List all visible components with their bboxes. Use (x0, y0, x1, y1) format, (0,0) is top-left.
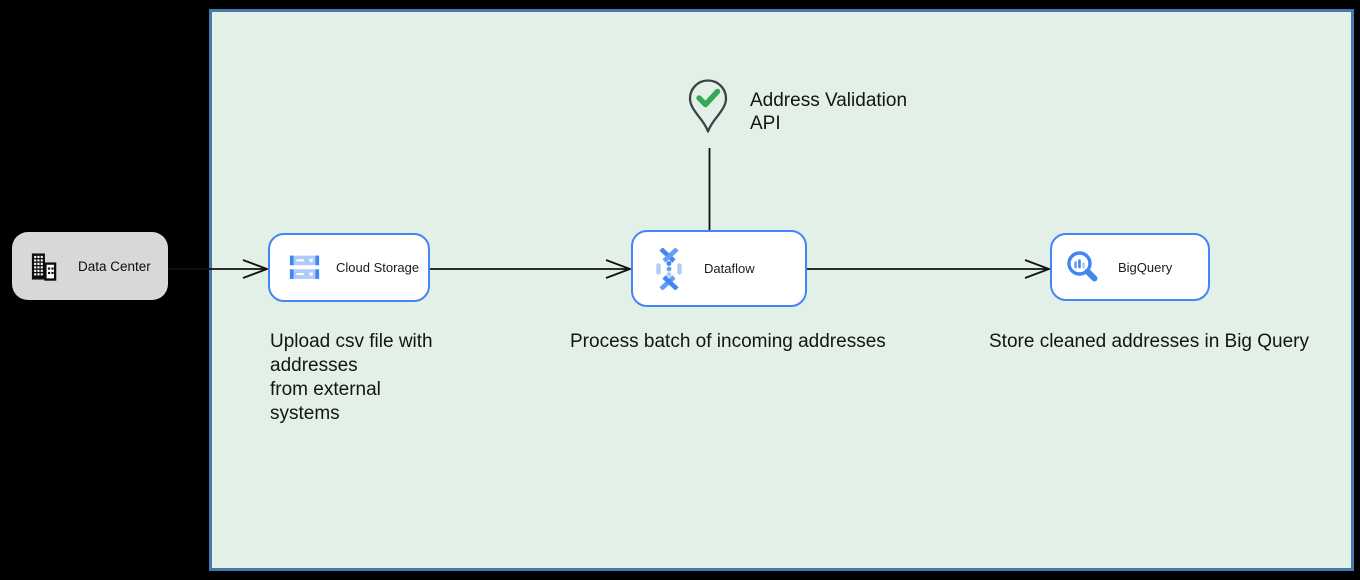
caption-upload-line4: systems (270, 403, 340, 424)
node-cloud-storage[interactable]: Cloud Storage (268, 233, 430, 302)
caption-upload-line2: addresses (270, 355, 358, 376)
node-dataflow[interactable]: Dataflow (631, 230, 807, 307)
address-validation-line2: API (750, 113, 781, 134)
address-validation-line1: Address Validation (750, 90, 908, 111)
caption-upload-line3: from external (270, 379, 381, 400)
dataflow-pipeline-icon (649, 247, 689, 290)
node-bigquery[interactable]: BigQuery (1050, 233, 1210, 301)
node-dataflow-label: Dataflow (704, 261, 755, 276)
node-data-center[interactable]: Data Center (12, 232, 168, 300)
caption-upload: Upload csv file with addresses from exte… (270, 330, 433, 426)
caption-store: Store cleaned addresses in Big Query (989, 331, 1310, 352)
node-bigquery-label: BigQuery (1118, 259, 1173, 275)
caption-process: Process batch of incoming addresses (570, 331, 886, 352)
office-building-icon (29, 252, 58, 281)
bigquery-magnifier-icon (1065, 249, 1101, 285)
caption-upload-line1: Upload csv file with (270, 331, 433, 352)
node-data-center-label: Data Center (78, 258, 151, 274)
map-pin-check-icon (686, 78, 730, 136)
cloud-storage-buckets-icon (289, 254, 320, 281)
node-cloud-storage-label: Cloud Storage (336, 260, 420, 275)
address-validation-label: Address Validation API (750, 89, 907, 135)
